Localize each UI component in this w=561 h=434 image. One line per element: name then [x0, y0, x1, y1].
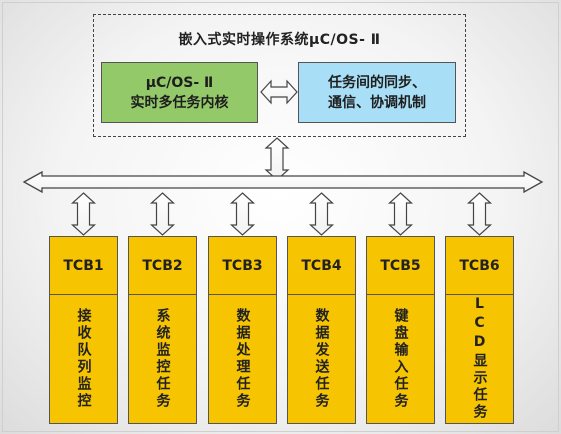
kernel-sync-arrow: [260, 79, 298, 105]
tcb-column-5: TCB5 键盘输入任务: [366, 236, 435, 424]
tcb-task-name: 键盘输入任务: [392, 307, 409, 410]
tcb-task-name: 数据发送任务: [313, 307, 330, 410]
bus-tcb-arrow-6: [466, 192, 493, 236]
tcb-label: TCB4: [288, 237, 355, 295]
bus-tcb-arrow-2: [149, 192, 176, 236]
kernel-line-1: μC/OS- Ⅱ: [145, 74, 214, 91]
tcb-label: TCB5: [367, 237, 434, 295]
bus-tcb-arrow-3: [229, 192, 256, 236]
bus-tcb-arrow-4: [308, 192, 335, 236]
tcb-task-name: 数据处理任务: [234, 307, 251, 410]
bus-arrow: [22, 170, 544, 194]
tcb-column-1: TCB1 接收队列监控: [49, 236, 118, 424]
tcb-column-4: TCB4 数据发送任务: [287, 236, 356, 424]
kernel-box: μC/OS- Ⅱ 实时多任务内核: [101, 62, 258, 123]
tcb-task-name: 接收队列监控: [75, 307, 92, 410]
tcb-column-3: TCB3 数据处理任务: [208, 236, 277, 424]
os-container: 嵌入式实时操作系统μC/OS- Ⅱ: [93, 14, 466, 137]
sync-line-1: 任务间的同步、: [328, 74, 426, 91]
tcb-label: TCB6: [446, 237, 513, 295]
sync-line-2: 通信、协调机制: [328, 94, 426, 111]
tcb-column-2: TCB2 系统监控任务: [128, 236, 197, 424]
tcb-label: TCB1: [50, 237, 117, 295]
os-title: 嵌入式实时操作系统μC/OS- Ⅱ: [178, 32, 381, 48]
os-bus-arrow: [264, 137, 290, 181]
tcb-task-name: LCD显示任务: [471, 296, 488, 421]
tcb-label: TCB3: [209, 237, 276, 295]
tcb-task-name: 系统监控任务: [154, 307, 171, 410]
tcb-label: TCB2: [129, 237, 196, 295]
sync-box: 任务间的同步、 通信、协调机制: [298, 62, 456, 123]
bus-tcb-arrow-5: [387, 192, 414, 236]
kernel-line-2: 实时多任务内核: [130, 94, 229, 111]
bus-tcb-arrow-1: [70, 192, 97, 236]
